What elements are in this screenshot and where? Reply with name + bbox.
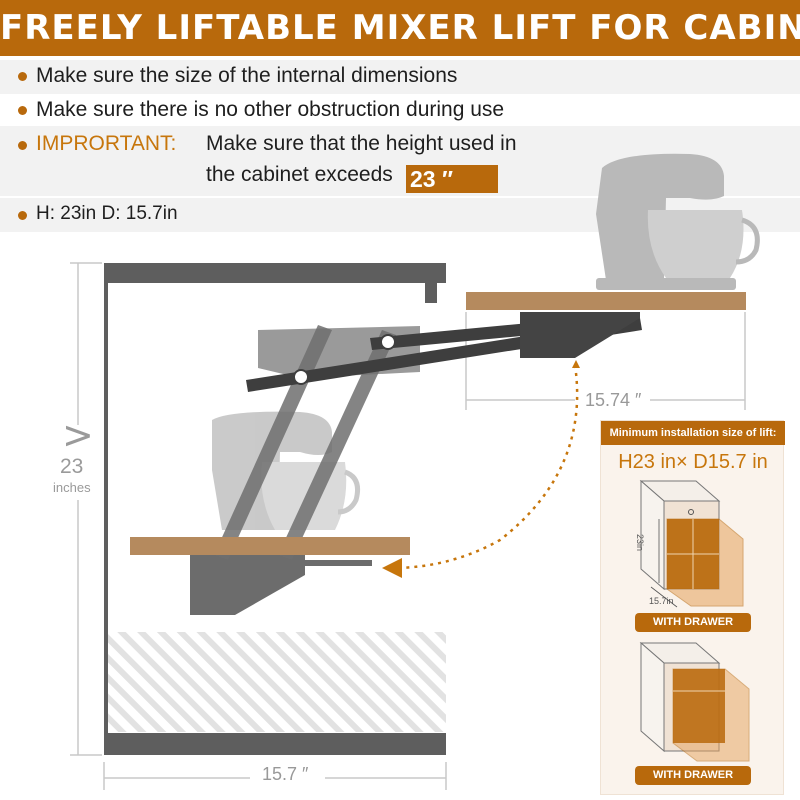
with-drawer-label-2: WITH DRAWER xyxy=(635,766,751,785)
installation-spec-card: Minimum installation size of lift: H23 i… xyxy=(600,420,785,795)
motion-path-arrow xyxy=(382,364,579,578)
dimensions-text: H: 23in D: 15.7in xyxy=(36,203,178,224)
spec-height-mini-label: 23in xyxy=(635,534,645,552)
info-text-internal-dimensions: Make sure the size of the internal dimen… xyxy=(36,64,458,87)
info-text-no-obstruction: Make sure there is no other obstruction … xyxy=(36,98,505,121)
bullet-dot xyxy=(18,72,27,81)
spec-depth-mini-label: 15.7in xyxy=(649,596,674,606)
important-height-badge: 23 ″ xyxy=(406,165,498,193)
lowered-wood-shelf xyxy=(130,537,410,555)
important-text-line1: Make sure that the height used in xyxy=(206,132,517,155)
height-dimension-line xyxy=(70,262,102,756)
spec-card-size: H23 in× D15.7 in xyxy=(618,451,768,473)
info-row-internal-dimensions: Make sure the size of the internal dimen… xyxy=(0,60,800,94)
bullet-dot xyxy=(18,211,27,220)
bullet-dot xyxy=(18,106,27,115)
height-symbol: > xyxy=(62,413,94,457)
cabinet-frame xyxy=(104,263,446,755)
bullet-dot xyxy=(18,141,27,150)
with-drawer-label-1: WITH DRAWER xyxy=(635,613,751,632)
width-dimension-label: 15.7 ″ xyxy=(262,764,309,784)
raised-wood-shelf xyxy=(466,292,746,310)
width-dimension-line xyxy=(103,762,447,790)
height-value-label: 23 xyxy=(60,455,84,478)
cabinet-with-drawer-diagram-1 xyxy=(639,479,744,608)
cabinet-isometric-diagrams xyxy=(639,479,750,762)
raised-mixer xyxy=(596,153,760,290)
extension-dimension-line xyxy=(465,312,746,410)
extension-dimension-label: 15.74 ″ xyxy=(585,390,642,410)
important-text-line2: the cabinet exceeds xyxy=(206,163,393,186)
height-unit-label: inches xyxy=(53,480,91,495)
title-banner: FREELY LIFTABLE MIXER LIFT FOR CABINET xyxy=(0,0,800,56)
info-row-no-obstruction: Make sure there is no other obstruction … xyxy=(0,94,800,126)
important-label: IMPRORTANT: xyxy=(36,132,177,155)
lift-mechanism xyxy=(190,312,642,615)
drawer-area-hatch xyxy=(108,632,446,732)
cabinet-with-drawer-diagram-2 xyxy=(639,641,750,762)
motion-arrow-head-up xyxy=(572,360,580,368)
spec-card-title: Minimum installation size of lift: xyxy=(601,421,785,445)
